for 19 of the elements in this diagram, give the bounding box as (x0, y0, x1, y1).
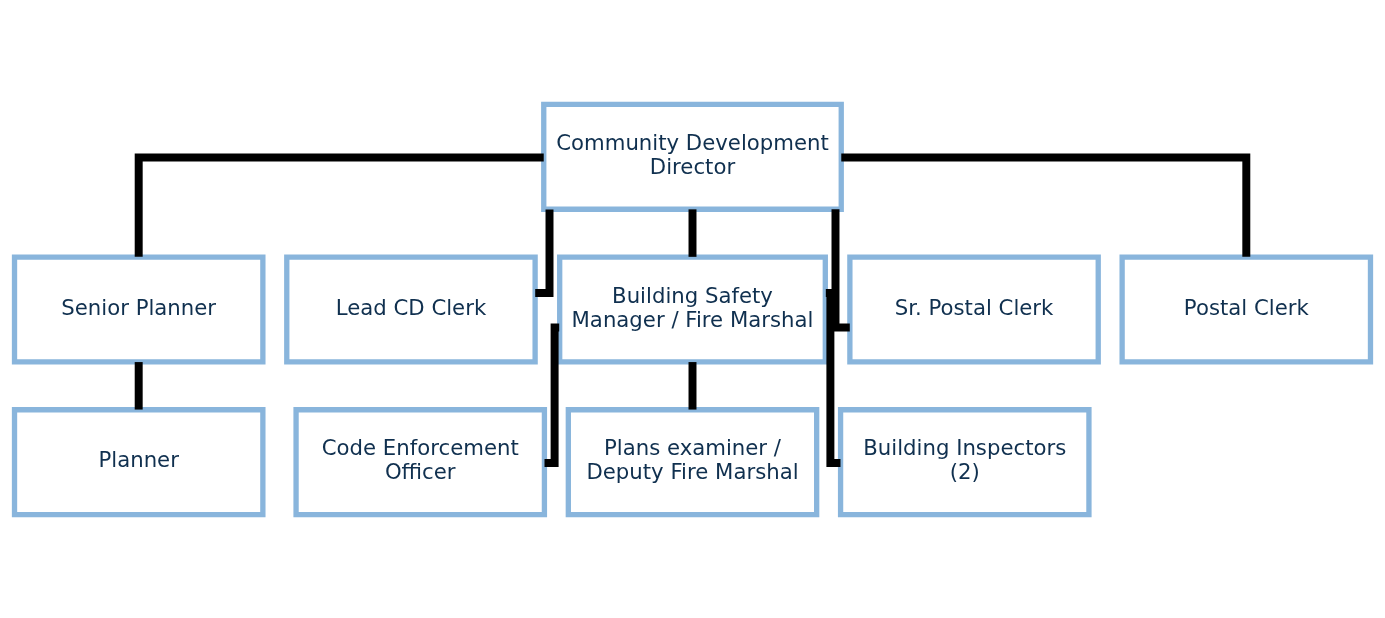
node-box: Sr. Postal Clerk (847, 253, 1101, 365)
connector (825, 288, 841, 467)
connector (841, 152, 1251, 257)
connector (831, 208, 850, 331)
connector (535, 208, 554, 297)
node-box: Postal Clerk (1119, 253, 1374, 365)
connector (134, 361, 143, 410)
node-box: Code Enforcement Officer (293, 406, 548, 517)
connector (688, 208, 697, 257)
node-box: Building Safety Manager / Fire Marshal (557, 253, 828, 365)
node-box: Building Inspectors (2) (837, 406, 1092, 517)
node-box: Lead CD Clerk (284, 253, 538, 365)
node-box: Senior Planner (11, 253, 266, 365)
connector (544, 322, 560, 467)
connector (134, 152, 544, 257)
connector (688, 361, 697, 410)
node-box: Plans examiner / Deputy Fire Marshal (565, 406, 820, 517)
node-box: Planner (11, 406, 266, 517)
node-box: Community Development Director (541, 101, 844, 212)
